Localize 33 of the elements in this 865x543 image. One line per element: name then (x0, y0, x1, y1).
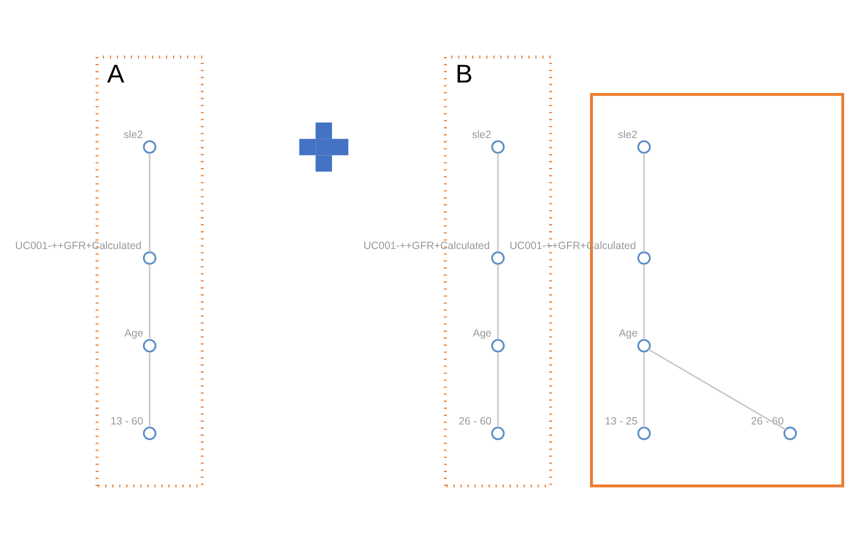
connector (497, 153, 499, 252)
node-circle (491, 339, 505, 352)
node-circle (142, 140, 156, 154)
node-circle (142, 339, 156, 352)
connector (148, 153, 150, 252)
node-circle (491, 251, 505, 265)
node-label: sle2 (472, 128, 492, 141)
node-label: sle2 (124, 128, 143, 141)
connector (648, 348, 786, 430)
node-label: sle2 (618, 128, 638, 141)
node-circle (491, 426, 505, 440)
node-circle (637, 251, 651, 265)
connector (148, 352, 150, 428)
connector (497, 264, 499, 340)
node-label: 13 - 25 (604, 415, 638, 428)
node-circle (637, 339, 651, 352)
node-label: UC001-++GFR+Calculated (15, 240, 142, 252)
node-label: Age (618, 328, 638, 340)
connector (643, 153, 645, 252)
node-circle (491, 140, 505, 154)
node-label: Age (472, 328, 492, 340)
connector (643, 264, 645, 340)
node-circle (783, 426, 797, 440)
node-circle (142, 426, 156, 440)
connector (643, 352, 645, 428)
node-label: 26 - 60 (458, 415, 492, 428)
node-circle (637, 426, 651, 440)
node-circle (637, 140, 651, 154)
connector (497, 352, 499, 428)
node-label: 13 - 60 (110, 415, 144, 428)
node-label: Age (124, 328, 144, 340)
connector (148, 264, 150, 340)
node-circle (142, 251, 156, 265)
